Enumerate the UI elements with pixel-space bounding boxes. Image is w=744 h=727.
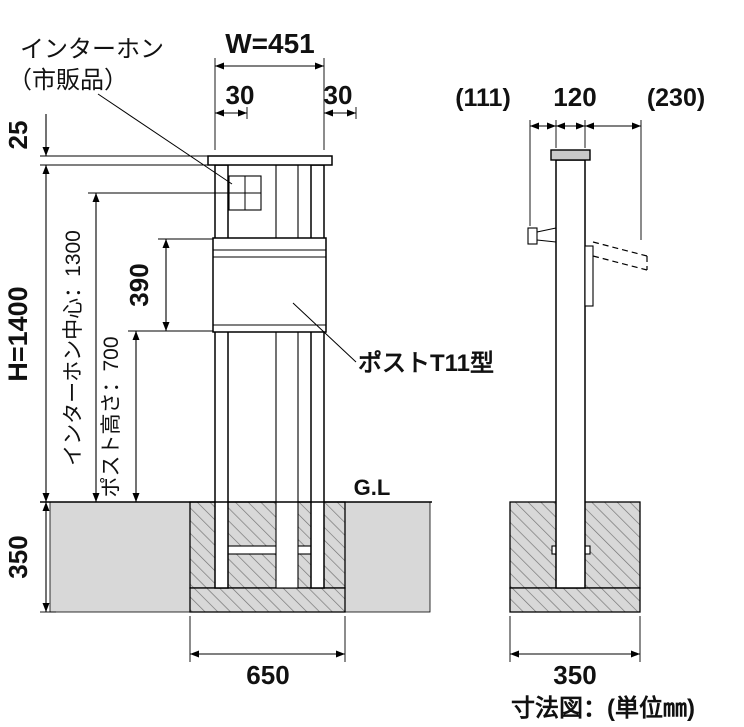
post-depth-label: 120 [553,82,596,112]
soil-left [49,501,191,613]
intercom-center-label: インターホン中心：1300 [62,230,85,466]
center-pole [275,164,299,589]
rear-offset-label: (230) [647,84,705,112]
side-view: (111) 120 (230) 350 [455,82,705,690]
front-offset-label: (111) [455,84,511,112]
side-foundation-width-label: 350 [553,660,596,690]
offset-left-label: 30 [226,80,255,110]
offset-right-label: 30 [324,80,353,110]
post-cap-side [550,149,591,161]
cap-dim-label: 25 [3,121,33,150]
bracket-arm-bottom [536,239,557,243]
ground-line-label: G.L [354,475,391,500]
soil-right [344,501,431,613]
intercom-front [228,175,262,211]
intercom-label-line2: （市販品） [8,67,128,94]
foundation-slab-side [509,587,641,613]
front-view: インターホン （市販品） W=451 30 30 25 H=1400 インターホ… [3,28,494,690]
mailbox-side-phantom [584,241,648,307]
mailbox-phantom-top [592,241,648,257]
mailbox-mount-plate [584,245,594,307]
box-height-label: 390 [124,263,154,306]
height-dim-label: H=1400 [3,286,33,381]
intercom-label-line1: インターホン [20,36,164,63]
post-right [310,164,325,589]
intercom-bracket-side [527,227,557,245]
bracket-arm-top [536,227,557,233]
foundation-depth-label: 350 [3,535,33,578]
post-height-label: ポスト高さ：700 [100,336,123,497]
foundation-width-label: 650 [246,660,289,690]
intercom-leader-line [97,93,233,185]
post-side [555,159,586,589]
mailbox-model-label: ポストT11型 [358,349,494,377]
foundation-slab-front [189,587,346,613]
width-dim-label: W=451 [225,28,315,59]
post-left [214,164,229,589]
mailbox-leader-line [292,302,357,363]
top-beam [207,155,333,166]
drawing-caption: 寸法図：(単位㎜) [511,694,695,722]
mailbox-phantom-bottom [592,255,648,271]
bracket-plate [527,227,538,245]
